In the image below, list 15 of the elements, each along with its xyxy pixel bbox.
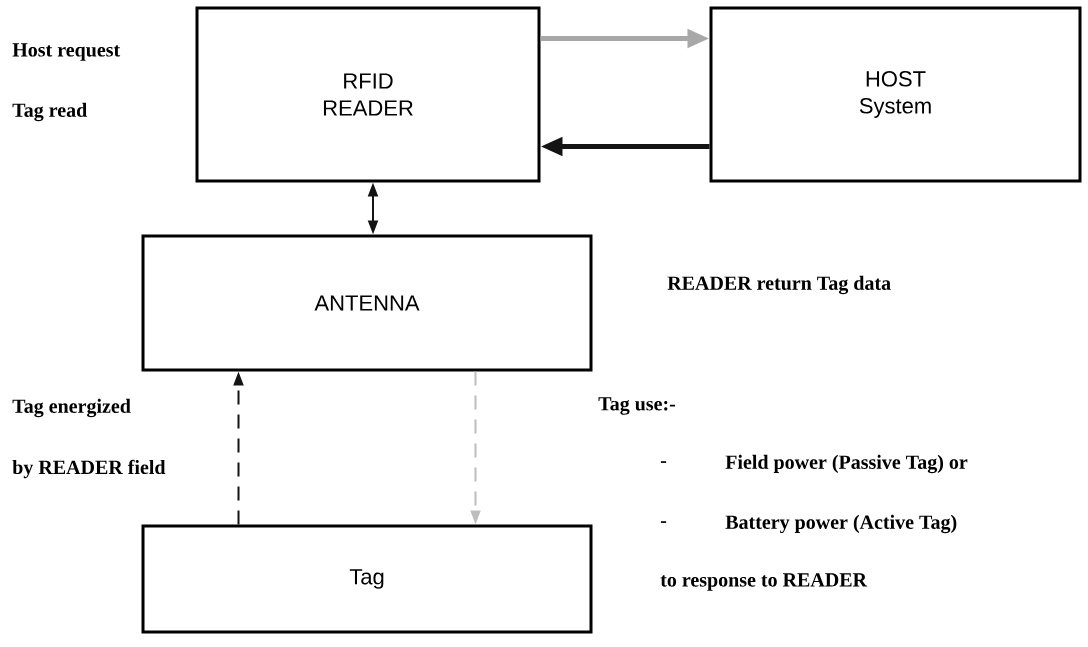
text-label: Tag use:- <box>598 397 676 415</box>
process-box: Tag <box>141 524 593 634</box>
process-box: RFID READER <box>195 6 541 183</box>
text-label: - <box>660 521 667 523</box>
text-label: Tag energized <box>12 398 131 418</box>
process-box: ANTENNA <box>141 234 593 372</box>
process-box: HOST System <box>709 6 1082 183</box>
text-label: Tag read <box>12 102 88 122</box>
text-label: by READER field <box>12 459 166 479</box>
text-label: Host request <box>12 43 121 61</box>
text-label: Field power (Passive Tag) or <box>725 454 968 474</box>
text-label: Battery power (Active Tag) <box>725 514 957 534</box>
text-label: READER return Tag data <box>667 275 891 295</box>
text-label: - <box>660 461 667 463</box>
text-label: to response to READER <box>660 573 868 591</box>
